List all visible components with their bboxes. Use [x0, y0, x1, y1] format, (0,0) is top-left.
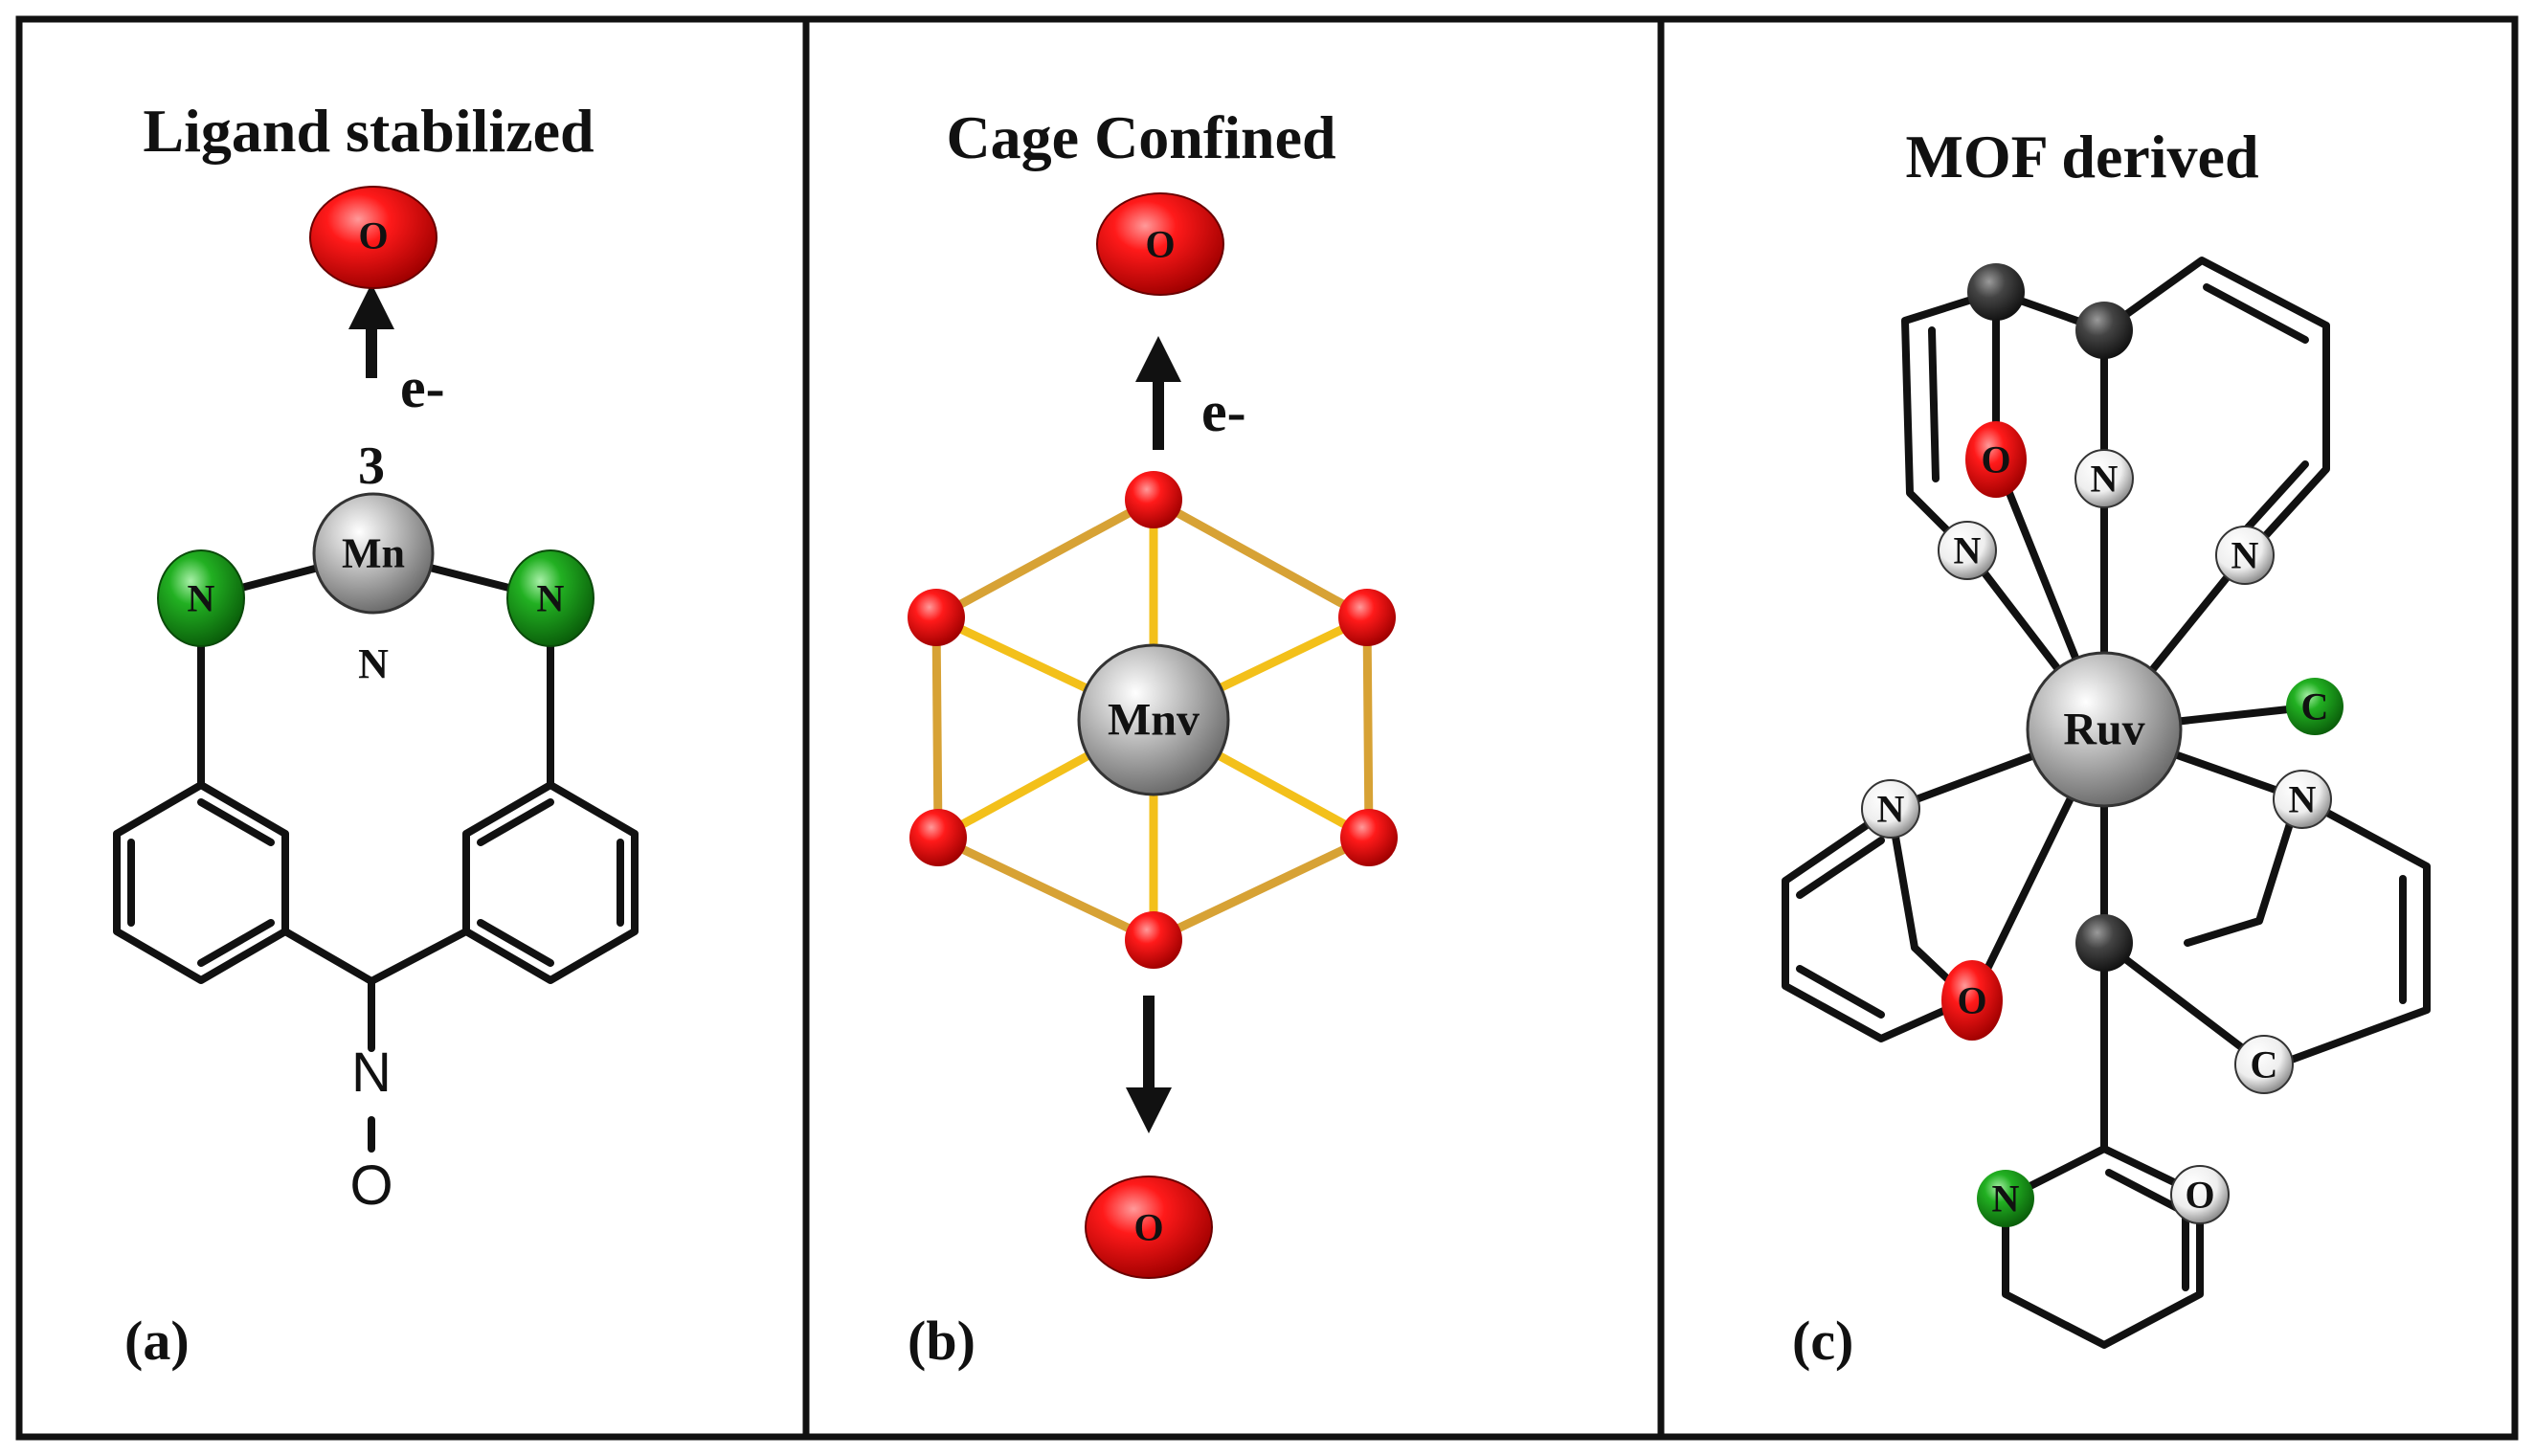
panel-a-title: Ligand stabilized [143, 97, 594, 165]
oxo-atom-a [309, 186, 437, 289]
lower-left-double-2 [1796, 965, 1885, 1019]
oxo-atom-b-top-label: O [1145, 223, 1175, 266]
nitrogen-atom-right-c-label: N [2231, 534, 2259, 577]
lower-left-ring [1782, 805, 1971, 1042]
metal-atom-a-label: Mn [342, 530, 405, 577]
carbon-atom-upper-mid [2075, 302, 2133, 359]
ring-right-double-3 [477, 798, 554, 846]
carbon-atom-lower-label: C [2251, 1043, 2278, 1086]
nitrogen-atom-right [506, 549, 594, 647]
panel-b: Cage Confined e- Mnv O O (b) [908, 103, 1398, 1372]
cage-atom-bottom [1125, 911, 1182, 969]
nitrogen-atom-pyridine-label: N [1992, 1177, 2020, 1221]
chain-o-label: O [349, 1154, 392, 1217]
oxo-atom-b-top [1096, 192, 1224, 296]
cage-atom-ul [908, 589, 965, 646]
nitrogen-atom-left [157, 549, 245, 647]
panel-c-title: MOF derived [1905, 123, 2258, 190]
nitrogen-atom-lower-left [1861, 779, 1920, 839]
oxo-atom-b-bottom-label: O [1133, 1206, 1163, 1249]
benzene-ring-left [113, 781, 289, 984]
nitrogen-atom-pyridine [1977, 1170, 2034, 1227]
cage-atom-ur [1338, 589, 1396, 646]
ring-left-double-3 [197, 798, 275, 846]
panel-b-title: Cage Confined [946, 103, 1335, 171]
lower-right-ring [2275, 795, 2431, 1068]
metal-atom-a [312, 492, 435, 615]
oxygen-atom-lower [1941, 960, 2003, 1041]
oxygen-atom-pyridine-label: O [2185, 1174, 2214, 1217]
oxygen-atom-pyridine [2170, 1165, 2230, 1224]
pyridine-double-1 [2105, 1169, 2186, 1215]
panel-a: Ligand stabilized e- 3 N O O N [113, 97, 639, 1372]
cage-atom-top [1125, 471, 1182, 528]
oxo-atom-a-label: O [358, 214, 388, 258]
pyridine-ring [2002, 1145, 2204, 1349]
oxygen-atom-upper [1965, 421, 2027, 498]
benzene-ring-right [462, 781, 639, 984]
number-label-a: 3 [358, 437, 385, 496]
nitrogen-atom-left-c [1938, 521, 1997, 580]
metal-atom-c-label: Ruv [2063, 705, 2144, 755]
nitrogen-atom-upper-label: N [2091, 458, 2119, 501]
cage-atom-ll [909, 809, 967, 866]
bridge-left [281, 928, 375, 985]
oxygen-atom-upper-label: O [1981, 438, 2010, 482]
lower-right-chain [2184, 795, 2301, 947]
bridge-right [368, 928, 470, 985]
panel-c-label: (c) [1792, 1310, 1853, 1372]
chain-n-label: N [351, 1042, 392, 1104]
carbon-atom-axial [2075, 914, 2133, 972]
electron-label-a: e- [400, 356, 445, 419]
metal-atom-b-label: Mnv [1108, 695, 1200, 746]
nitrogen-atom-left-label: N [188, 577, 215, 620]
upper-double-2 [2203, 283, 2309, 344]
panel-a-label: (a) [124, 1310, 190, 1372]
upper-double-1 [1928, 326, 1940, 482]
cage-atom-lr [1340, 809, 1398, 866]
panel-b-label: (b) [908, 1310, 975, 1372]
nitrogen-atom-upper [2074, 449, 2134, 508]
nitrogen-atom-lower-left-label: N [1877, 788, 1905, 831]
outer-frame [15, 15, 2519, 1441]
metal-atom-b [1077, 643, 1230, 796]
ring-right-double-2 [477, 919, 554, 967]
nitrogen-below-label: N [358, 640, 389, 687]
upper-double-3 [2236, 460, 2309, 540]
carbon-atom-lower [2234, 1035, 2294, 1094]
ring-left-double-2 [197, 919, 275, 967]
bond-c-c-lower [2100, 939, 2268, 1068]
nitrogen-atom-left-c-label: N [1954, 529, 1982, 572]
nitrogen-atom-right-label: N [537, 577, 565, 620]
carbon-atom-upper-left [1967, 263, 2025, 321]
carbon-atom-green [2286, 678, 2343, 735]
panel-c: MOF derived [1782, 123, 2431, 1372]
nitrogen-atom-right-c [2215, 526, 2275, 585]
carbon-atom-green-label: C [2301, 685, 2329, 728]
oxo-atom-b-bottom [1085, 1176, 1213, 1279]
nitrogen-atom-lower-right [2273, 770, 2332, 829]
metal-atom-c [2026, 651, 2183, 808]
lower-left-double-1 [1796, 837, 1885, 899]
electron-label-b: e- [1201, 380, 1246, 443]
oxygen-atom-lower-label: O [1957, 979, 1986, 1022]
nitrogen-atom-lower-right-label: N [2289, 778, 2317, 821]
